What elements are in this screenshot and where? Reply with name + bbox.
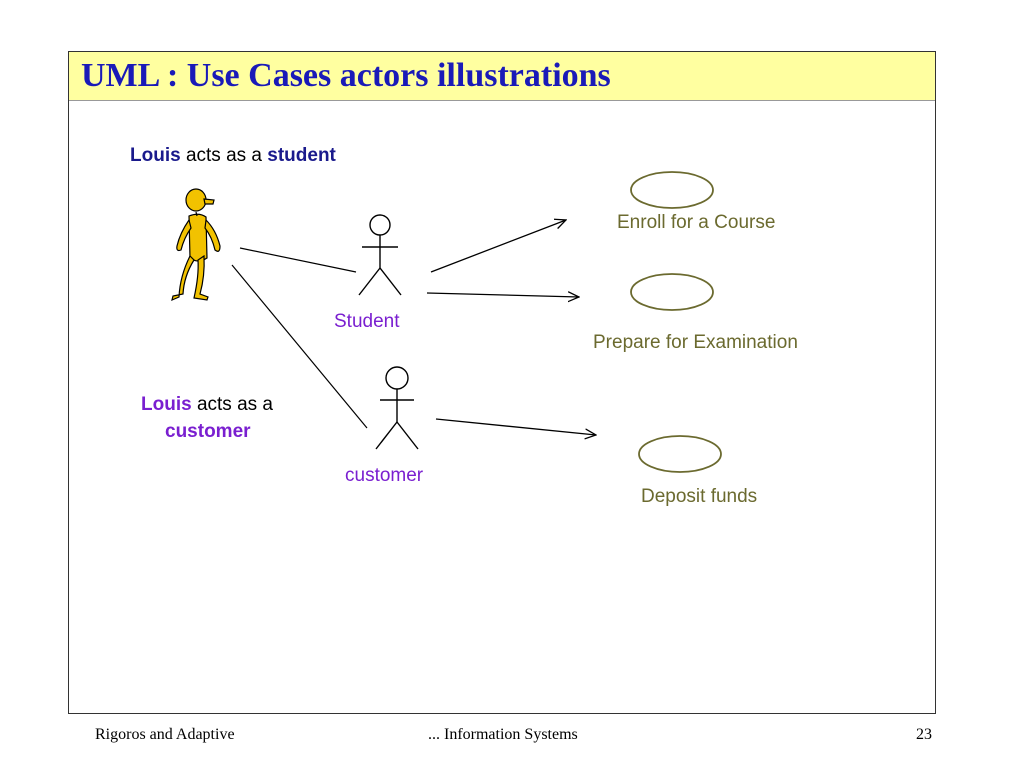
slide-title: UML : Use Cases actors illustrations — [81, 57, 611, 94]
customer-caption-name: Louis — [141, 394, 192, 415]
student-caption-role: student — [267, 145, 336, 166]
customer-caption-line1: Louis acts as a — [141, 394, 273, 416]
slide-frame — [68, 51, 936, 714]
deposit-use-case-label: Deposit funds — [641, 486, 758, 507]
student-enroll-arrow — [430, 220, 566, 273]
enroll-use-case-ellipse — [630, 171, 714, 209]
student-actor-icon — [358, 214, 402, 296]
prepare-use-case-label: Prepare for Examination — [593, 332, 798, 353]
louis-figure-icon — [171, 188, 221, 302]
deposit-use-case-ellipse — [638, 435, 722, 473]
student-caption-middle: acts as a — [180, 145, 268, 166]
customer-caption-middle: acts as a — [191, 394, 273, 415]
student-prepare-arrow — [426, 293, 579, 297]
prepare-use-case-ellipse — [630, 273, 714, 311]
footer-left-text: Rigoros and Adaptive — [95, 726, 235, 743]
title-bar: UML : Use Cases actors illustrations — [69, 52, 935, 101]
customer-actor-icon — [375, 366, 419, 450]
customer-caption-line2: customer — [165, 421, 251, 443]
louis-student-line — [239, 247, 357, 273]
customer-caption-role: customer — [165, 421, 251, 442]
footer-center-text: ... Information Systems — [428, 726, 578, 743]
enroll-use-case-label: Enroll for a Course — [617, 212, 776, 233]
louis-customer-line — [231, 264, 368, 429]
footer-page-number: 23 — [916, 726, 932, 743]
customer-deposit-arrow — [435, 418, 596, 435]
student-caption: Louis acts as a student — [130, 145, 336, 167]
student-actor-label: Student — [334, 311, 400, 332]
student-caption-name: Louis — [130, 145, 181, 166]
customer-actor-label: customer — [345, 465, 424, 486]
